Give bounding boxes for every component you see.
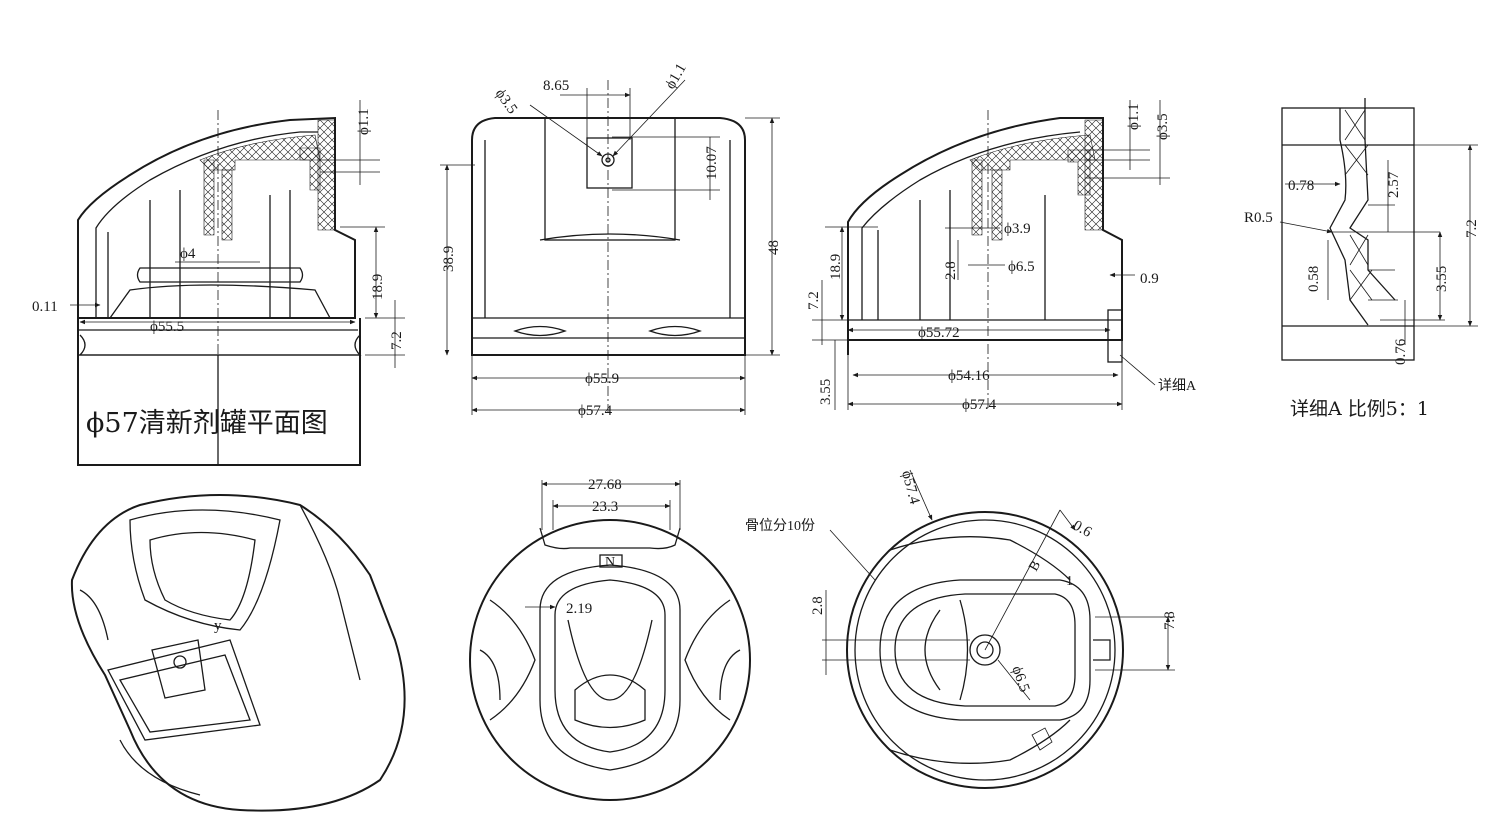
dim-v5-27-68: 27.68 — [588, 477, 622, 493]
top-view: N 27.68 23.3 2.19 — [469, 477, 751, 801]
dim-v1-7-2: 7.2 — [389, 331, 405, 350]
dim-detail-3-55: 3.55 — [1434, 266, 1450, 292]
dim-v1-18-9: 18.9 — [370, 274, 386, 300]
dim-v3-18-9: 18.9 — [828, 254, 844, 280]
dim-v6-2-8: 2.8 — [810, 596, 826, 615]
drawing-title: ϕ57清新剂罐平面图 — [86, 408, 328, 439]
bottom-view: 1 B 0.6 ϕ57.4 骨位分10份 2.8 7.8 ϕ6.5 — [745, 469, 1178, 789]
dim-v3-phi55-72: ϕ55.72 — [918, 325, 960, 341]
dim-v6-bones: 骨位分10份 — [745, 518, 815, 534]
dim-v2-phi55-9: ϕ55.9 — [585, 371, 619, 387]
bottom-view-mark-1: 1 — [1066, 574, 1073, 589]
top-view-mark: N — [605, 555, 615, 570]
dim-detail-0-58: 0.58 — [1306, 266, 1322, 292]
dim-v1-phi55-5: ϕ55.5 — [150, 319, 184, 335]
dim-v2-38-9: 38.9 — [441, 246, 457, 272]
dim-v3-phi6-5: ϕ6.5 — [1008, 259, 1035, 275]
dim-v6-7-8: 7.8 — [1162, 611, 1178, 630]
dim-v3-phi3-9: ϕ3.9 — [1004, 221, 1031, 237]
dim-v2-48: 48 — [766, 240, 782, 255]
dim-v6-phi6-5: ϕ6.5 — [1008, 664, 1032, 695]
dim-v3-phi3-5: ϕ3.5 — [1155, 113, 1171, 140]
dim-detail-2-57: 2.57 — [1386, 171, 1402, 198]
dim-v1-0-11: 0.11 — [32, 299, 58, 315]
dim-v3-3-55: 3.55 — [818, 379, 834, 405]
dim-v3-phi1-1: ϕ1.1 — [1126, 103, 1142, 130]
dim-v2-8-65: 8.65 — [543, 78, 569, 94]
dim-detail-0-78: 0.78 — [1288, 178, 1314, 194]
isometric-view: y — [70, 494, 406, 812]
dim-v3-0-9: 0.9 — [1140, 271, 1159, 287]
dim-v6-0-6: 0.6 — [1070, 518, 1095, 541]
axis-label-y: y — [214, 618, 222, 634]
bottom-view-mark-b: B — [1026, 558, 1044, 574]
dim-v2-phi3-5: ϕ3.5 — [492, 86, 520, 117]
section-view-left: ϕ1.1 ϕ4 0.11 ϕ55.5 18.9 7.2 ϕ57清新剂罐平面图 — [32, 100, 405, 466]
dim-v1-phi4: ϕ4 — [180, 246, 196, 262]
dim-v2-phi57-4: ϕ57.4 — [578, 403, 613, 419]
dim-v2-phi1-1: ϕ1.1 — [663, 61, 690, 92]
dim-detail-7-2: 7.2 — [1464, 219, 1480, 238]
dim-v5-2-19: 2.19 — [566, 601, 592, 617]
dim-v2-10-07: 10.07 — [704, 146, 720, 180]
dim-v3-7-2: 7.2 — [806, 291, 822, 310]
dim-v1-phi1-1: ϕ1.1 — [356, 108, 372, 135]
dim-v3-2-8: 2.8 — [943, 261, 959, 280]
dim-v5-23-3: 23.3 — [592, 499, 618, 515]
detail-a-view: 7.2 3.55 2.57 0.78 R0.5 0.58 0.76 详细A 比例… — [1244, 98, 1480, 420]
front-view: 8.65 ϕ3.5 ϕ1.1 10.07 38.9 48 ϕ55.9 ϕ57.4 — [440, 61, 782, 419]
dim-v3-phi57-4: ϕ57.4 — [962, 397, 997, 413]
detail-a-caption: 详细A 比例5：1 — [1290, 398, 1429, 420]
detail-a-callout: 详细A — [1158, 378, 1197, 394]
dim-detail-r0-5: R0.5 — [1244, 210, 1273, 226]
dim-detail-0-76: 0.76 — [1393, 338, 1409, 365]
section-view-right: ϕ1.1 ϕ3.5 ϕ3.9 2.8 ϕ6.5 18.9 7.2 0.9 ϕ55… — [806, 100, 1197, 413]
dim-v3-phi54-16: ϕ54.16 — [948, 368, 990, 384]
dim-v6-phi57-4: ϕ57.4 — [898, 469, 922, 507]
